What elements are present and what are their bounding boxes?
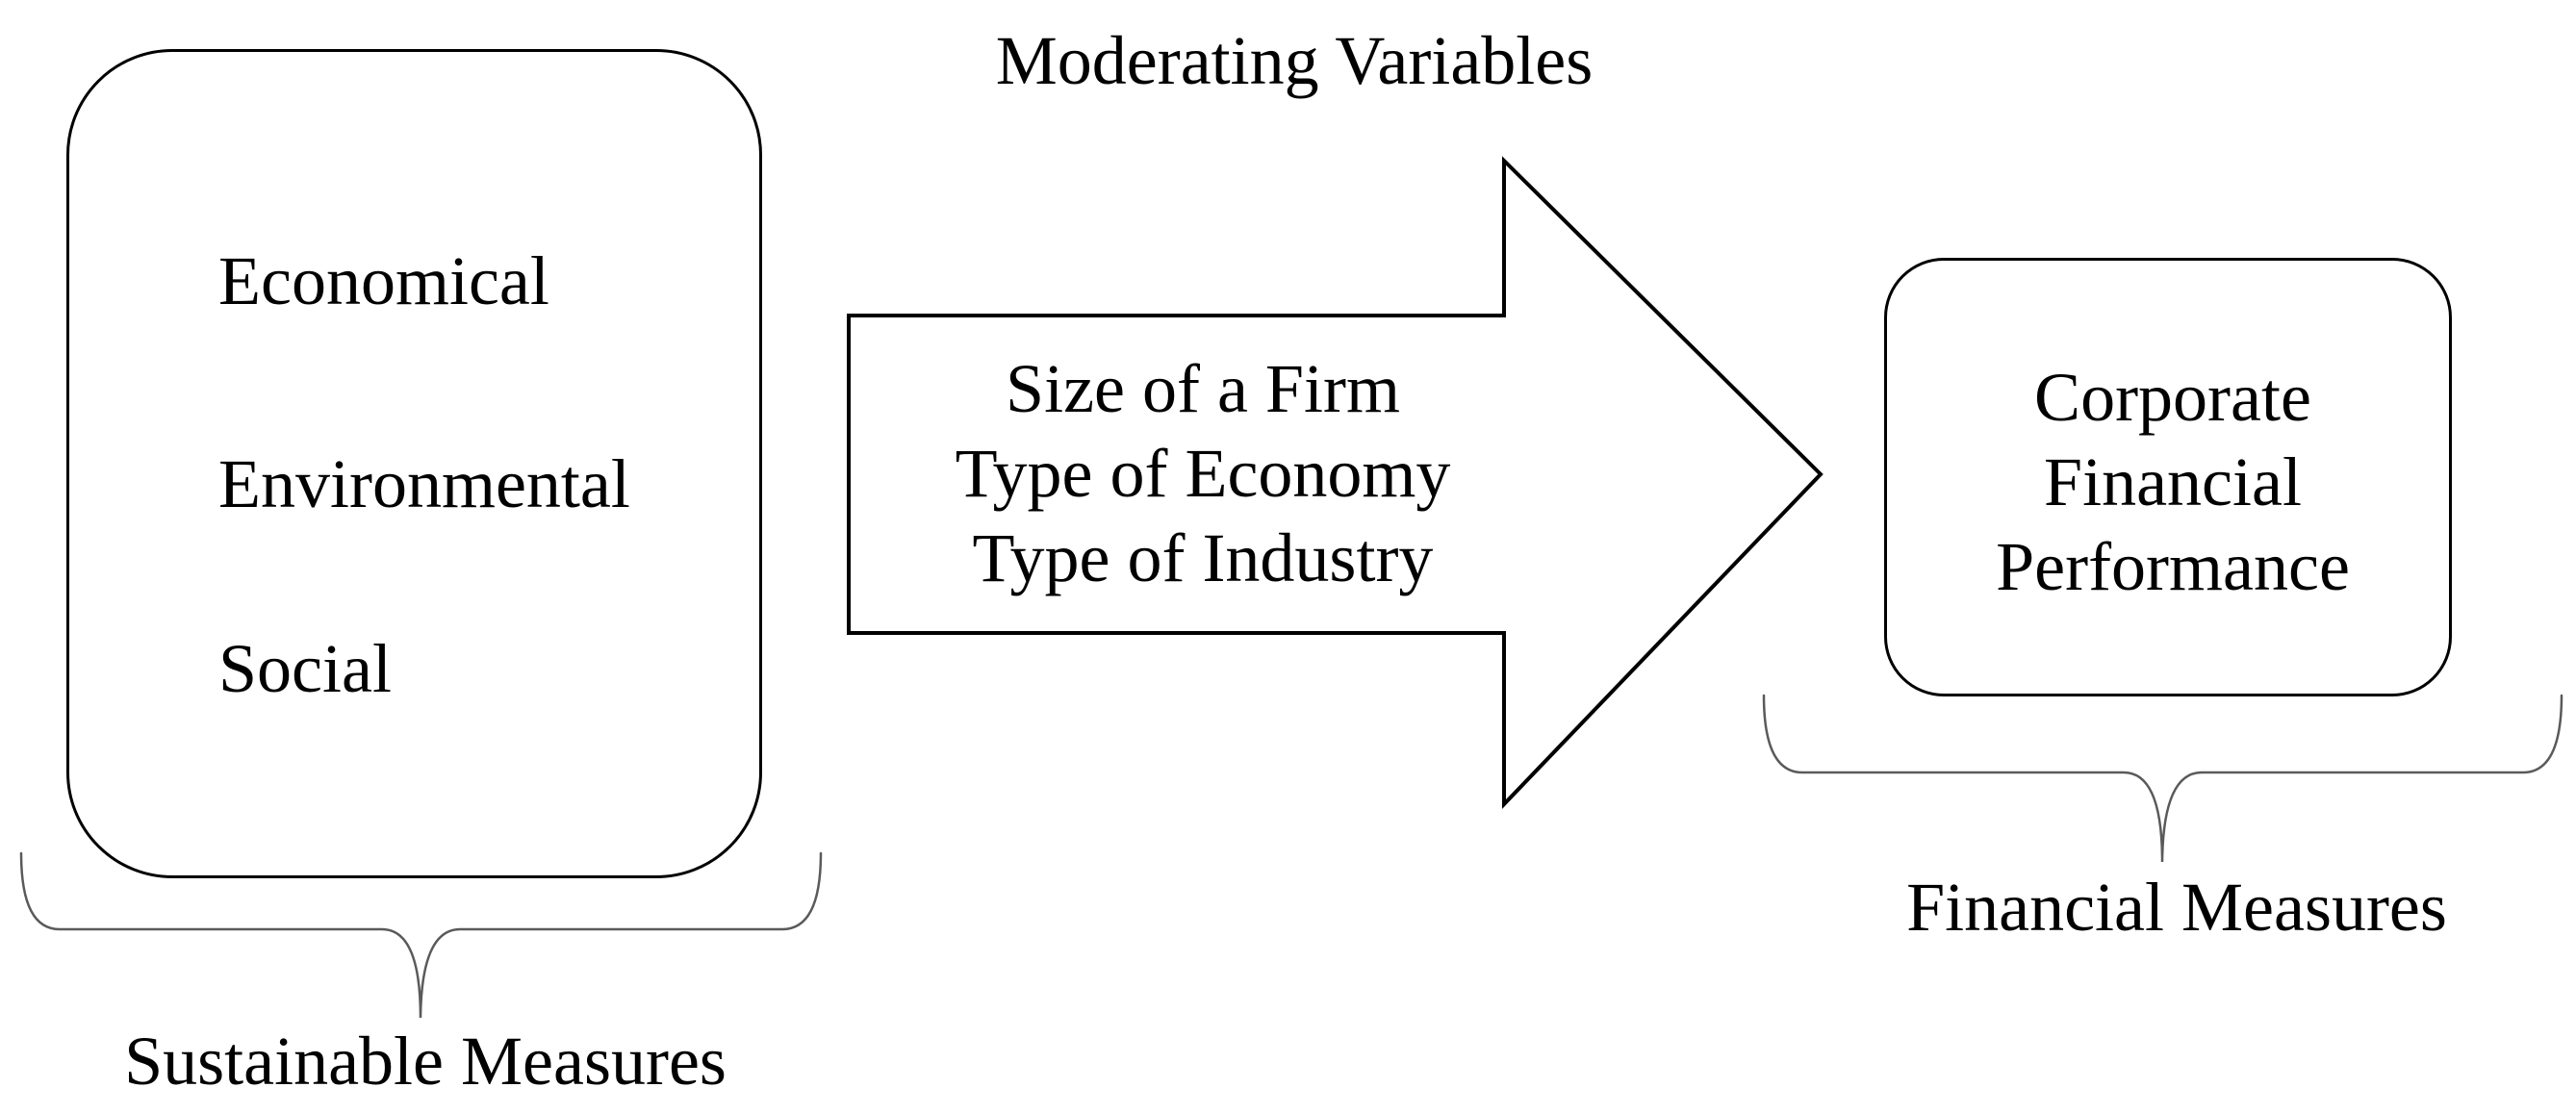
sustainable-measures-label: Sustainable Measures <box>124 1023 727 1100</box>
arrow-line-size-of-firm: Size of a Firm <box>1006 350 1400 427</box>
financial-performance-text: Corporate Financial Performance <box>1996 355 2350 609</box>
arrow-line-type-of-economy: Type of Economy <box>955 435 1451 512</box>
financial-performance-box <box>1884 258 2452 696</box>
sustainable-underbrace <box>19 851 823 1019</box>
arrow-moderators-text: Size of a Firm Type of Economy Type of I… <box>956 346 1451 600</box>
financial-measures-label: Financial Measures <box>1906 869 2447 946</box>
cfp-line-financial: Financial <box>2044 443 2302 520</box>
sustainable-item-social: Social <box>218 630 392 707</box>
cfp-line-performance: Performance <box>1996 528 2350 605</box>
moderating-variables-label: Moderating Variables <box>995 22 1594 99</box>
sustainable-item-environmental: Environmental <box>218 445 630 522</box>
financial-underbrace <box>1762 694 2563 863</box>
arrow-line-type-of-industry: Type of Industry <box>972 519 1434 596</box>
moderator-arrow-shape <box>847 156 1824 809</box>
sustainable-item-economical: Economical <box>218 242 549 319</box>
cfp-line-corporate: Corporate <box>2034 359 2311 436</box>
sustainable-measures-box <box>66 49 762 878</box>
